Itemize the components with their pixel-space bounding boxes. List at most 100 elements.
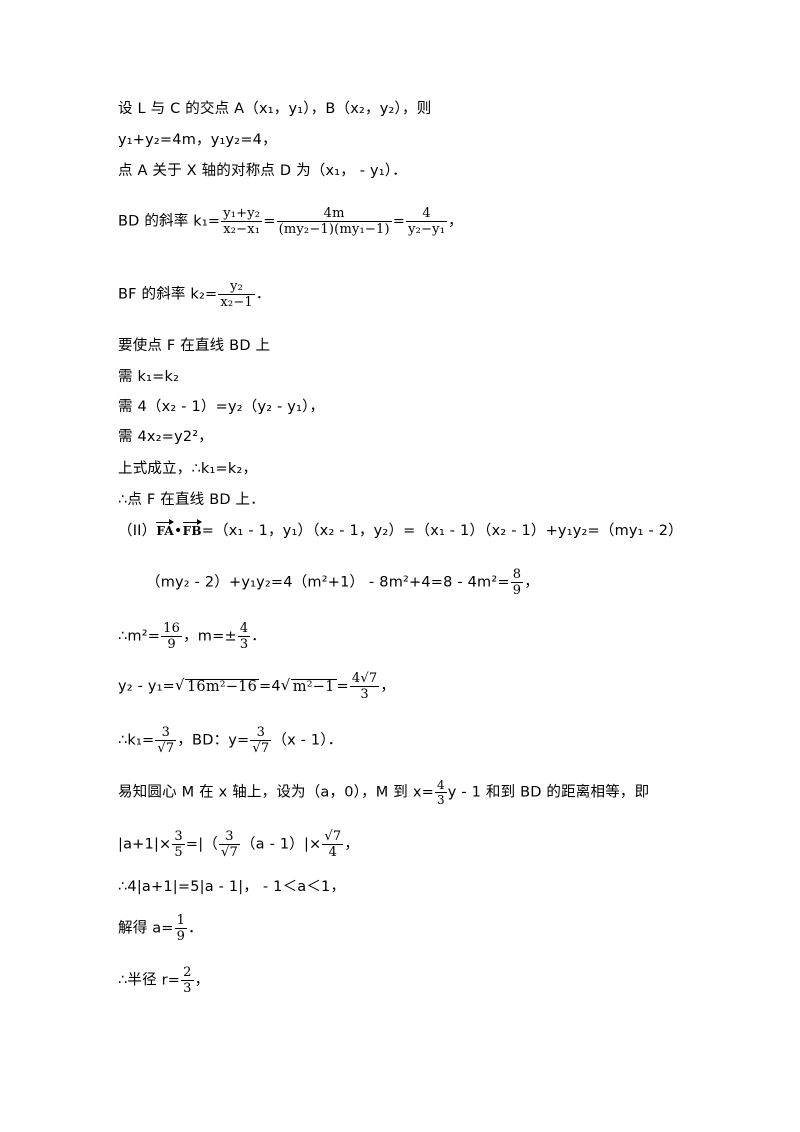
- denominator: 3: [237, 636, 251, 652]
- equation-text: =|（: [185, 836, 219, 853]
- numerator: 4m: [323, 206, 345, 221]
- equation-text: 解得 a=: [118, 920, 174, 937]
- denominator: √7: [155, 740, 177, 756]
- numerator: 2: [183, 965, 192, 980]
- equation-text: y - 1 和到 BD 的距离相等，即: [447, 784, 650, 801]
- fraction: 3√7: [219, 830, 240, 859]
- text-line: ∴点 F 在直线 BD 上．: [118, 492, 265, 508]
- numerator: 16: [163, 621, 181, 636]
- equation-text: BF 的斜率 k₂=: [118, 286, 218, 303]
- text-line: 需 k₁=k₂: [118, 369, 180, 385]
- denominator: x₂−1: [218, 294, 255, 310]
- square-root: √16m²−16: [175, 675, 260, 695]
- equation-text: 易知圆心 M 在 x 轴上，设为（a，0），M 到 x=: [118, 784, 434, 801]
- equation-text: ，: [194, 972, 210, 989]
- equation-text: ，BD：y=: [177, 732, 250, 749]
- equation-text: =: [263, 213, 276, 230]
- dot-product-symbol: •: [173, 523, 183, 539]
- denominator: 9: [161, 636, 183, 651]
- equation-text: ∴k₁=: [118, 732, 155, 749]
- equation-text: =: [392, 213, 406, 230]
- equation-line: ∴k₁=3√7，BD：y=3√7（x - 1）．: [118, 726, 342, 755]
- text-line: 需 4（x₂ - 1）=y₂（y₂ - y₁），: [118, 399, 325, 415]
- text-line: 上式成立，∴k₁=k₂，: [118, 461, 258, 477]
- numerator: 8: [512, 567, 522, 582]
- vector-fa: FA: [156, 519, 174, 538]
- equation-text: =: [336, 678, 349, 695]
- denominator: 4: [322, 844, 344, 859]
- equation-text: ，: [344, 836, 360, 853]
- denominator: 5: [172, 844, 185, 860]
- equation-text: =（x₁ - 1，y₁）（x₂ - 1，y₂）=（x₁ - 1）（x₂ - 1）…: [201, 523, 683, 539]
- equation-line: （II）FA•FB=（x₁ - 1，y₁）（x₂ - 1，y₂）=（x₁ - 1…: [118, 519, 683, 539]
- equation-text: （my₂ - 2）+y₁y₂=4（m²+1） - 8m²+4=8 - 4m²=: [146, 574, 510, 591]
- denominator: 3: [434, 792, 447, 807]
- fraction: 4m(my₂−1)(my₁−1): [276, 206, 392, 236]
- denominator: x₂−x₁: [221, 221, 263, 236]
- square-root: √m²−1: [280, 675, 337, 695]
- text-line: 点 A 关于 X 轴的对称点 D 为（x₁， - y₁）．: [118, 163, 407, 179]
- equation-text: ，: [380, 678, 396, 695]
- fraction: 3√7: [250, 725, 272, 756]
- equation-text: ，: [448, 213, 463, 230]
- equation-text: ．: [188, 920, 203, 937]
- radicand: 16m²−16: [185, 678, 260, 695]
- numerator: 4: [436, 778, 445, 792]
- numerator: 3: [225, 829, 234, 844]
- numerator: 1: [176, 913, 186, 928]
- text-line: 要使点 F 在直线 BD 上: [118, 338, 271, 354]
- fraction: 3√7: [155, 725, 177, 756]
- equation-text: ，m=±: [183, 628, 237, 645]
- denominator: √7: [250, 740, 272, 756]
- equation-text: ，: [524, 574, 539, 591]
- numerator: 4√7: [351, 671, 378, 686]
- equation-text: ∴m²=: [118, 628, 161, 645]
- radicand: m²−1: [290, 678, 337, 695]
- denominator: y₂−y₁: [406, 221, 448, 237]
- equation-text: BD 的斜率 k₁=: [118, 213, 221, 230]
- numerator: 3: [174, 829, 183, 844]
- equation-text: ．: [251, 628, 266, 645]
- text-line: 需 4x₂=y2²，: [118, 429, 213, 445]
- denominator: 9: [174, 928, 188, 944]
- numerator: y₁+y₂: [223, 206, 261, 221]
- numerator: y₂: [230, 279, 244, 294]
- denominator: 3: [181, 980, 194, 996]
- denominator: 3: [349, 686, 380, 701]
- equation-text: |a+1|×: [118, 836, 172, 853]
- denominator: 9: [510, 582, 524, 598]
- numerator: 4: [422, 206, 431, 221]
- denominator: √7: [219, 844, 240, 860]
- equation-text: （a - 1）|×: [240, 836, 322, 853]
- numerator: √7: [324, 829, 342, 844]
- equation-text: y₂ - y₁=: [118, 678, 175, 695]
- vector-fb: FB: [182, 519, 202, 538]
- equation-text: （II）: [118, 523, 157, 539]
- equation-text: ∴半径 r=: [118, 972, 181, 989]
- numerator: 3: [256, 725, 266, 740]
- numerator: 3: [161, 725, 171, 740]
- equation-text: =4: [259, 678, 281, 695]
- equation-line: （my₂ - 2）+y₁y₂=4（m²+1） - 8m²+4=8 - 4m²=8…: [146, 568, 539, 597]
- text-line: 设 L 与 C 的交点 A（x₁，y₁），B（x₂，y₂），则: [118, 101, 432, 117]
- text-line: ∴4|a+1|=5|a - 1|， - 1＜a＜1，: [118, 879, 346, 895]
- numerator: 4: [239, 621, 249, 636]
